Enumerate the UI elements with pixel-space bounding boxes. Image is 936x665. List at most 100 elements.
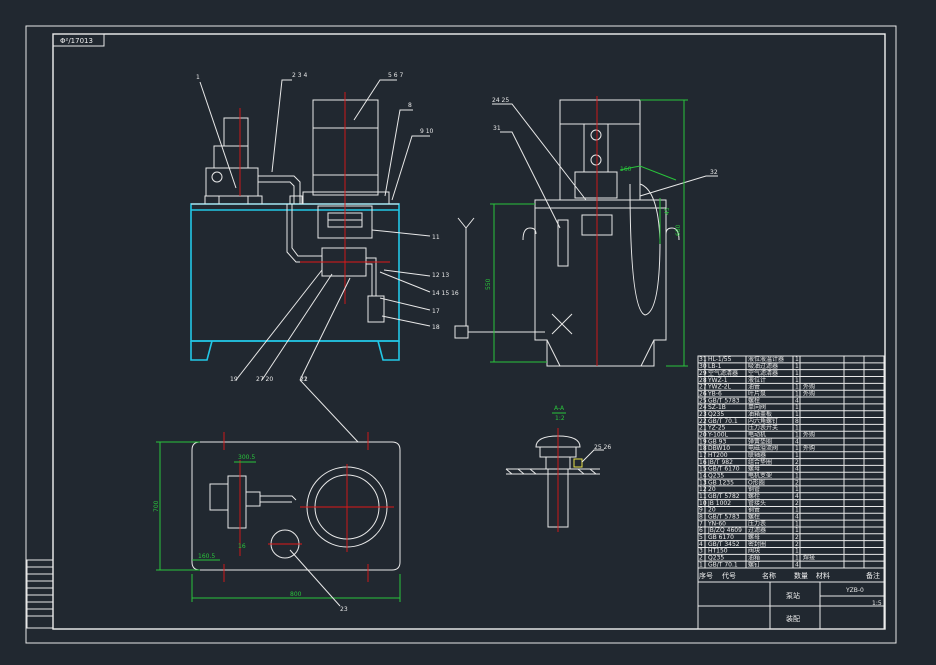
callout-5: 5 6 7 [388,72,403,79]
callout-2: 2 3 4 [292,72,307,79]
pressure-pipe [291,204,322,257]
parts-cell: 2 [699,555,703,562]
parts-cell: 1 [795,486,799,493]
suction-filter [367,295,385,323]
parts-cell: 组合垫圈 [748,458,772,466]
inner-frame [52,33,886,630]
suction-pipe-b [366,263,373,296]
callout-12: 12 13 [432,272,449,279]
title-block: 泵站 YZB-0 1:5 装配 [697,581,885,630]
callout-24: 24 25 [492,97,509,104]
parts-cell: 13 [699,479,707,486]
parts-cell: 叶片泵 [748,389,766,397]
parts-cell: 27 [699,384,707,391]
tank-end-leg [546,339,561,367]
parts-cell: 油箱 [748,554,760,562]
header-no: 序号 [699,571,713,580]
parts-cell: 19 [699,438,707,445]
parts-cell: GB/T 3452 [708,541,740,548]
parts-cell: 2 [795,500,799,507]
header-note: 备注 [866,571,880,580]
title-scale: 1:5 [872,600,882,607]
parts-cell: Y-100L [707,431,729,438]
valve-pipe [258,175,301,204]
parts-cell: 1 [795,472,799,479]
parts-cell: 单向阀 [748,403,766,411]
callout-31: 31 [493,125,501,132]
parts-cell: 1 [795,411,799,418]
header-name: 名称 [762,571,776,580]
parts-cell: 液位计 [748,376,766,384]
parts-cell: 21 [699,425,707,432]
motor-body [312,99,379,196]
parts-cell: 1 [795,425,799,432]
parts-cell: 电磁溢流阀 [748,444,778,452]
parts-cell: YWZ-2L [707,384,732,391]
parts-cell: 17 [699,452,707,459]
header-material: 材料 [816,571,830,580]
parts-cell: 20 [708,486,716,493]
parts-cell: 空气滤清器 [708,369,738,377]
parts-cell: 阀块 [748,547,760,555]
parts-cell: 7 [699,520,703,527]
parts-cell: 11 [699,493,707,500]
hook-left [522,227,537,241]
detail-label: A-A [554,405,565,412]
parts-cell: 内六角螺钉 [748,417,778,425]
parts-cell: 螺母 [748,465,760,473]
parts-cell: 1 [795,390,799,397]
return-hose [629,183,661,316]
dim-end-small2: 45 [664,207,671,215]
parts-cell: 4 [795,397,799,404]
parts-cell: GB/T 6170 [708,466,740,473]
parts-cell: 3 [699,548,703,555]
parts-cell: 螺钉 [748,560,760,568]
parts-cell: 16 [699,459,707,466]
parts-cell: 2 [795,459,799,466]
parts-cell: 25 [699,397,707,404]
parts-cell: 电动机 [748,430,766,438]
title-drawing-no: YZB-0 [845,587,864,594]
parts-cell: 10 [699,500,707,507]
parts-cell: 22 [699,418,707,425]
dim-plan-offset: 160.5 [198,553,215,560]
parts-cell: 联轴器 [748,451,766,459]
parts-cell: 1 [795,356,799,363]
junction-box [454,325,469,339]
parts-cell: 钢管 [748,506,760,514]
parts-cell: 2 [795,534,799,541]
parts-cell: 8 [699,514,703,521]
callout-17: 17 [432,308,440,315]
tank-end-leg2 [640,339,655,367]
parts-cell: 1 [795,527,799,534]
leader-1 [199,81,237,189]
parts-cell: 密封圈 [748,540,766,548]
side-view: 1 2 3 4 5 6 7 8 9 10 11 12 13 14 15 16 1… [190,72,459,383]
callout-9: 9 10 [420,128,434,135]
leader-19 [235,269,323,381]
callout-25-26: 25 26 [594,444,611,451]
lid-block-1 [204,195,220,205]
parts-cell: 1 [699,561,703,568]
parts-cell: GB/T 5783 [708,397,740,404]
parts-cell: 压力表开关 [748,424,778,432]
leader-8 [384,109,413,197]
parts-cell: 1 [795,404,799,411]
parts-cell: 4 [795,561,799,568]
parts-cell: 油箱盖板 [748,410,772,418]
leader-18 [381,315,431,327]
parts-cell: 4 [795,493,799,500]
outer-frame [25,25,897,644]
parts-cell: HT150 [708,548,728,555]
parts-cell: 油管 [748,383,760,391]
parts-cell: Q235 [708,472,724,479]
leader-17 [379,297,431,311]
header-code: 代号 [722,571,736,580]
parts-cell: 螺栓 [748,513,760,521]
parts-cell: YN-60 [707,520,726,527]
leader-5 [353,79,397,121]
parts-cell: 螺栓 [748,396,760,404]
callout-32: 32 [710,169,718,176]
symbol-y [454,217,545,339]
